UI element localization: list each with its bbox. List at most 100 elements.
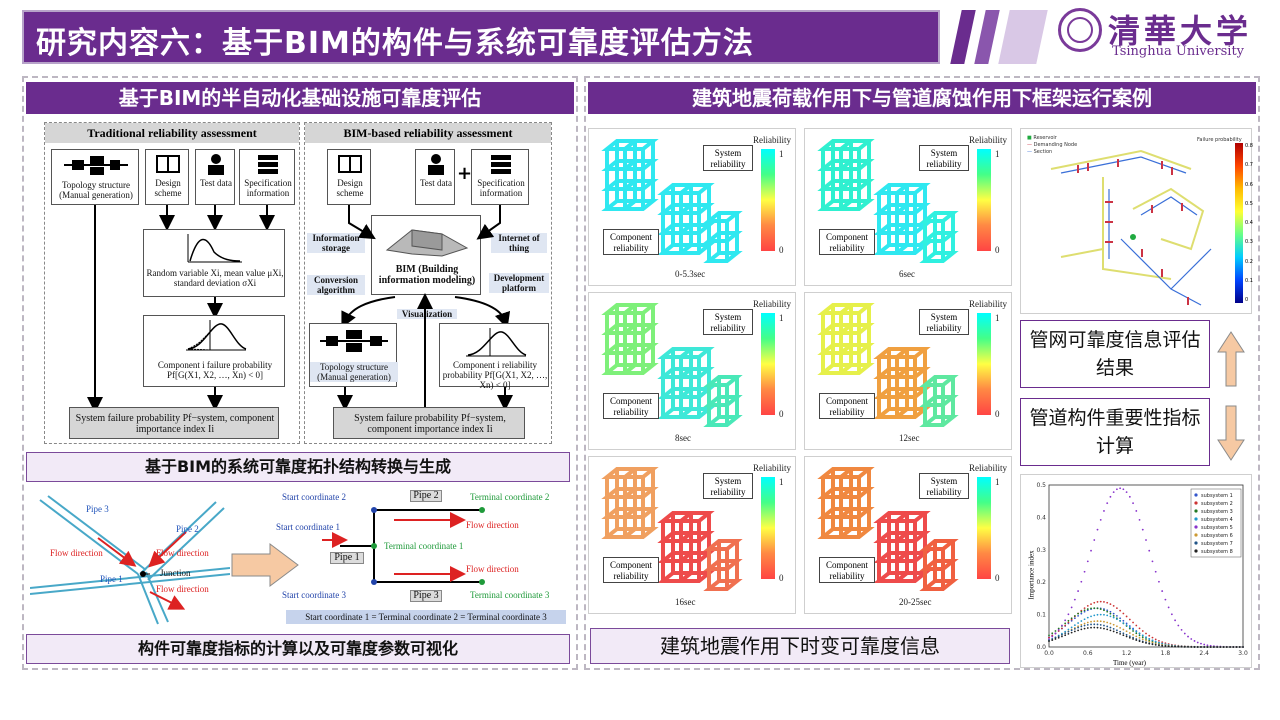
data-point [1048, 638, 1050, 640]
data-point [1122, 634, 1125, 637]
data-point [1187, 645, 1189, 648]
bim-topology-box: Topology structure (Manual generation) [309, 323, 398, 387]
random-var-label: Random variable Xi, mean value μXi, stan… [146, 268, 284, 288]
frame-time: 20-25sec [899, 597, 932, 607]
book-icon [156, 155, 180, 173]
left-flow-label-3: Flow direction [156, 584, 209, 594]
data-point [1086, 560, 1089, 563]
data-point [1145, 639, 1147, 642]
data-point [1109, 615, 1112, 618]
data-point [1200, 642, 1202, 645]
terminal-coord-2: Terminal coordinate 2 [470, 492, 550, 502]
bim-component-box: Component i reliability probability Pf[G… [439, 323, 549, 390]
terminal-coord-1: Terminal coordinate 1 [384, 541, 464, 551]
data-point [1229, 646, 1231, 648]
colorbar-min: 0 [995, 573, 1000, 583]
decor-stripe [950, 10, 976, 64]
data-point [1125, 633, 1128, 636]
data-point [1093, 620, 1096, 623]
colorbar-tick: 0.5 [1245, 200, 1253, 207]
data-point [1161, 641, 1164, 644]
legend-label: subsystem 2 [1201, 501, 1233, 507]
data-point [1119, 609, 1122, 612]
data-point [1119, 633, 1122, 635]
data-point [1180, 629, 1183, 631]
colorbar-tick: 0 [1245, 297, 1249, 303]
legend-marker [1194, 533, 1198, 537]
frame-building [817, 303, 959, 427]
data-point [1145, 632, 1147, 635]
data-point [1151, 560, 1154, 563]
legend-marker [1194, 549, 1198, 553]
data-point [1112, 612, 1115, 615]
data-point [1148, 640, 1151, 643]
data-point [1112, 491, 1115, 494]
data-point [1148, 642, 1151, 645]
data-point [1125, 622, 1128, 625]
data-point [1106, 601, 1109, 604]
book-icon [338, 155, 362, 173]
data-point [1128, 632, 1131, 634]
logo-cn: 清華大学 [1108, 12, 1253, 50]
up-arrow-icon [1217, 331, 1245, 387]
data-point [1161, 590, 1164, 592]
data-point [1064, 619, 1067, 622]
data-point [1090, 615, 1092, 618]
data-point [1145, 539, 1147, 541]
system-reliability-box: System reliability [919, 309, 969, 335]
data-point [1057, 636, 1060, 639]
data-point [1086, 621, 1089, 624]
component-reliability-box: Component reliability [603, 393, 659, 419]
x-tick-label: 1.2 [1122, 650, 1132, 657]
colorbar-min: 0 [779, 573, 784, 583]
colorbar-min: 0 [995, 245, 1000, 255]
data-point [1116, 629, 1118, 632]
data-point [1061, 627, 1063, 630]
right-pipe1-label: Pipe 1 [330, 552, 364, 564]
system-reliability-box: System reliability [703, 145, 753, 171]
reliability-colorbar [977, 149, 991, 251]
data-point [1096, 607, 1099, 610]
data-point [1054, 630, 1057, 632]
data-point [1086, 608, 1089, 610]
books-icon [491, 155, 511, 174]
data-point [1057, 629, 1060, 631]
data-point [1073, 624, 1076, 627]
data-point [1158, 644, 1160, 647]
data-point [1077, 614, 1079, 617]
bim-component-label: Component i reliability probability Pf[G… [442, 360, 548, 390]
data-point [1154, 570, 1157, 573]
data-point [1086, 623, 1089, 626]
data-point [1161, 642, 1164, 645]
pipe-coordinate-diagram [322, 507, 485, 585]
left-flow-label-1: Flow direction [50, 548, 103, 558]
data-point [1119, 617, 1122, 620]
test-label: Test data [199, 178, 233, 188]
data-point [1209, 644, 1212, 647]
data-point [1119, 626, 1122, 629]
transform-arrow-icon [231, 543, 299, 587]
data-point [1132, 628, 1134, 631]
data-point [1219, 646, 1222, 648]
pipe-network-figure: ■ Reservoir — Demanding Node — Section F… [1020, 128, 1253, 314]
data-point [1122, 628, 1125, 631]
data-point [1151, 639, 1154, 642]
data-point [1116, 607, 1118, 610]
colorbar-title: Failure probability [1197, 137, 1242, 143]
pdf-curve-icon [187, 234, 242, 263]
decor-stripe [998, 10, 1048, 64]
component-reliability-box: Component reliability [819, 557, 875, 583]
person-icon [428, 154, 444, 175]
colorbar-tick: 0.7 [1245, 162, 1253, 169]
reliability-label: Reliability [753, 135, 791, 145]
topology-label: Topology structure (Manual generation) [59, 180, 133, 200]
data-point [1093, 626, 1096, 629]
data-point [1132, 630, 1134, 632]
data-point [1109, 610, 1112, 613]
data-point [1164, 645, 1167, 647]
topology-icon [320, 330, 388, 352]
component-fp-box: Component i failure probability Pf[G(X1,… [143, 315, 285, 387]
